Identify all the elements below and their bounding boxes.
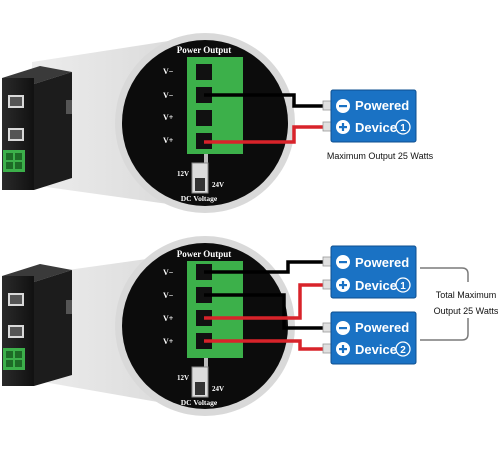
device-word-powered: Powered: [355, 320, 409, 335]
total-output-caption-line1: Total Maximum: [436, 290, 497, 300]
terminal-label: V−: [163, 91, 174, 100]
wire-positive: [204, 125, 331, 144]
device-number: 1: [400, 281, 406, 292]
wire-negative: [204, 293, 331, 330]
switch-12v-label: 12V: [177, 374, 189, 382]
device-word-device: Device: [355, 278, 397, 293]
panel-title: Power Output: [177, 45, 232, 55]
bottom-diagram: Power Output V− V− V+ V+ 12V 24V DC Volt…: [2, 236, 499, 416]
minus-circle-icon: [336, 255, 350, 269]
device-word-powered: Powered: [355, 98, 409, 113]
powered-device-1: Powered Device 1: [330, 245, 417, 299]
switch-caption: DC Voltage: [181, 398, 218, 407]
panel-title: Power Output: [177, 249, 232, 259]
plus-circle-icon: [336, 278, 350, 292]
terminal-label: V−: [163, 67, 174, 76]
wire-negative: [204, 93, 331, 108]
terminal-label: V+: [163, 136, 174, 145]
injector-device-icon: [2, 264, 72, 386]
terminal-label: V+: [163, 314, 174, 323]
terminal-label: V+: [163, 337, 174, 346]
device-word-powered: Powered: [355, 255, 409, 270]
total-output-caption-line2: Output 25 Watts: [434, 306, 499, 316]
terminal-label: V+: [163, 113, 174, 122]
device-number: 2: [400, 345, 406, 356]
device-number: 1: [400, 123, 406, 134]
minus-circle-icon: [336, 99, 350, 113]
zoom-panel: Power Output V− V− V+ V+ 12V 24V DC Volt…: [115, 236, 295, 416]
terminal-label: V−: [163, 268, 174, 277]
zoom-panel: Power Output V− V− V+ V+ 12V 24V DC Volt…: [115, 33, 295, 213]
injector-device-icon: [2, 66, 72, 190]
plus-circle-icon: [336, 120, 350, 134]
terminal-label: V−: [163, 291, 174, 300]
device-word-device: Device: [355, 120, 397, 135]
device-word-device: Device: [355, 342, 397, 357]
switch-24v-label: 24V: [212, 385, 224, 393]
switch-12v-label: 12V: [177, 170, 189, 178]
powered-device-2: Powered Device 2: [330, 311, 417, 365]
wire-positive: [204, 339, 331, 351]
powered-device-1: Powered Device 1: [330, 89, 417, 143]
switch-24v-label: 24V: [212, 181, 224, 189]
total-output-bracket: [420, 267, 469, 341]
wire-negative: [204, 260, 331, 274]
top-diagram: Power Output V− V− V+ V+ 12V 24V DC Volt…: [2, 33, 434, 213]
minus-circle-icon: [336, 321, 350, 335]
switch-caption: DC Voltage: [181, 194, 218, 203]
wire-positive: [204, 283, 331, 320]
max-output-caption: Maximum Output 25 Watts: [327, 151, 434, 161]
plus-circle-icon: [336, 342, 350, 356]
